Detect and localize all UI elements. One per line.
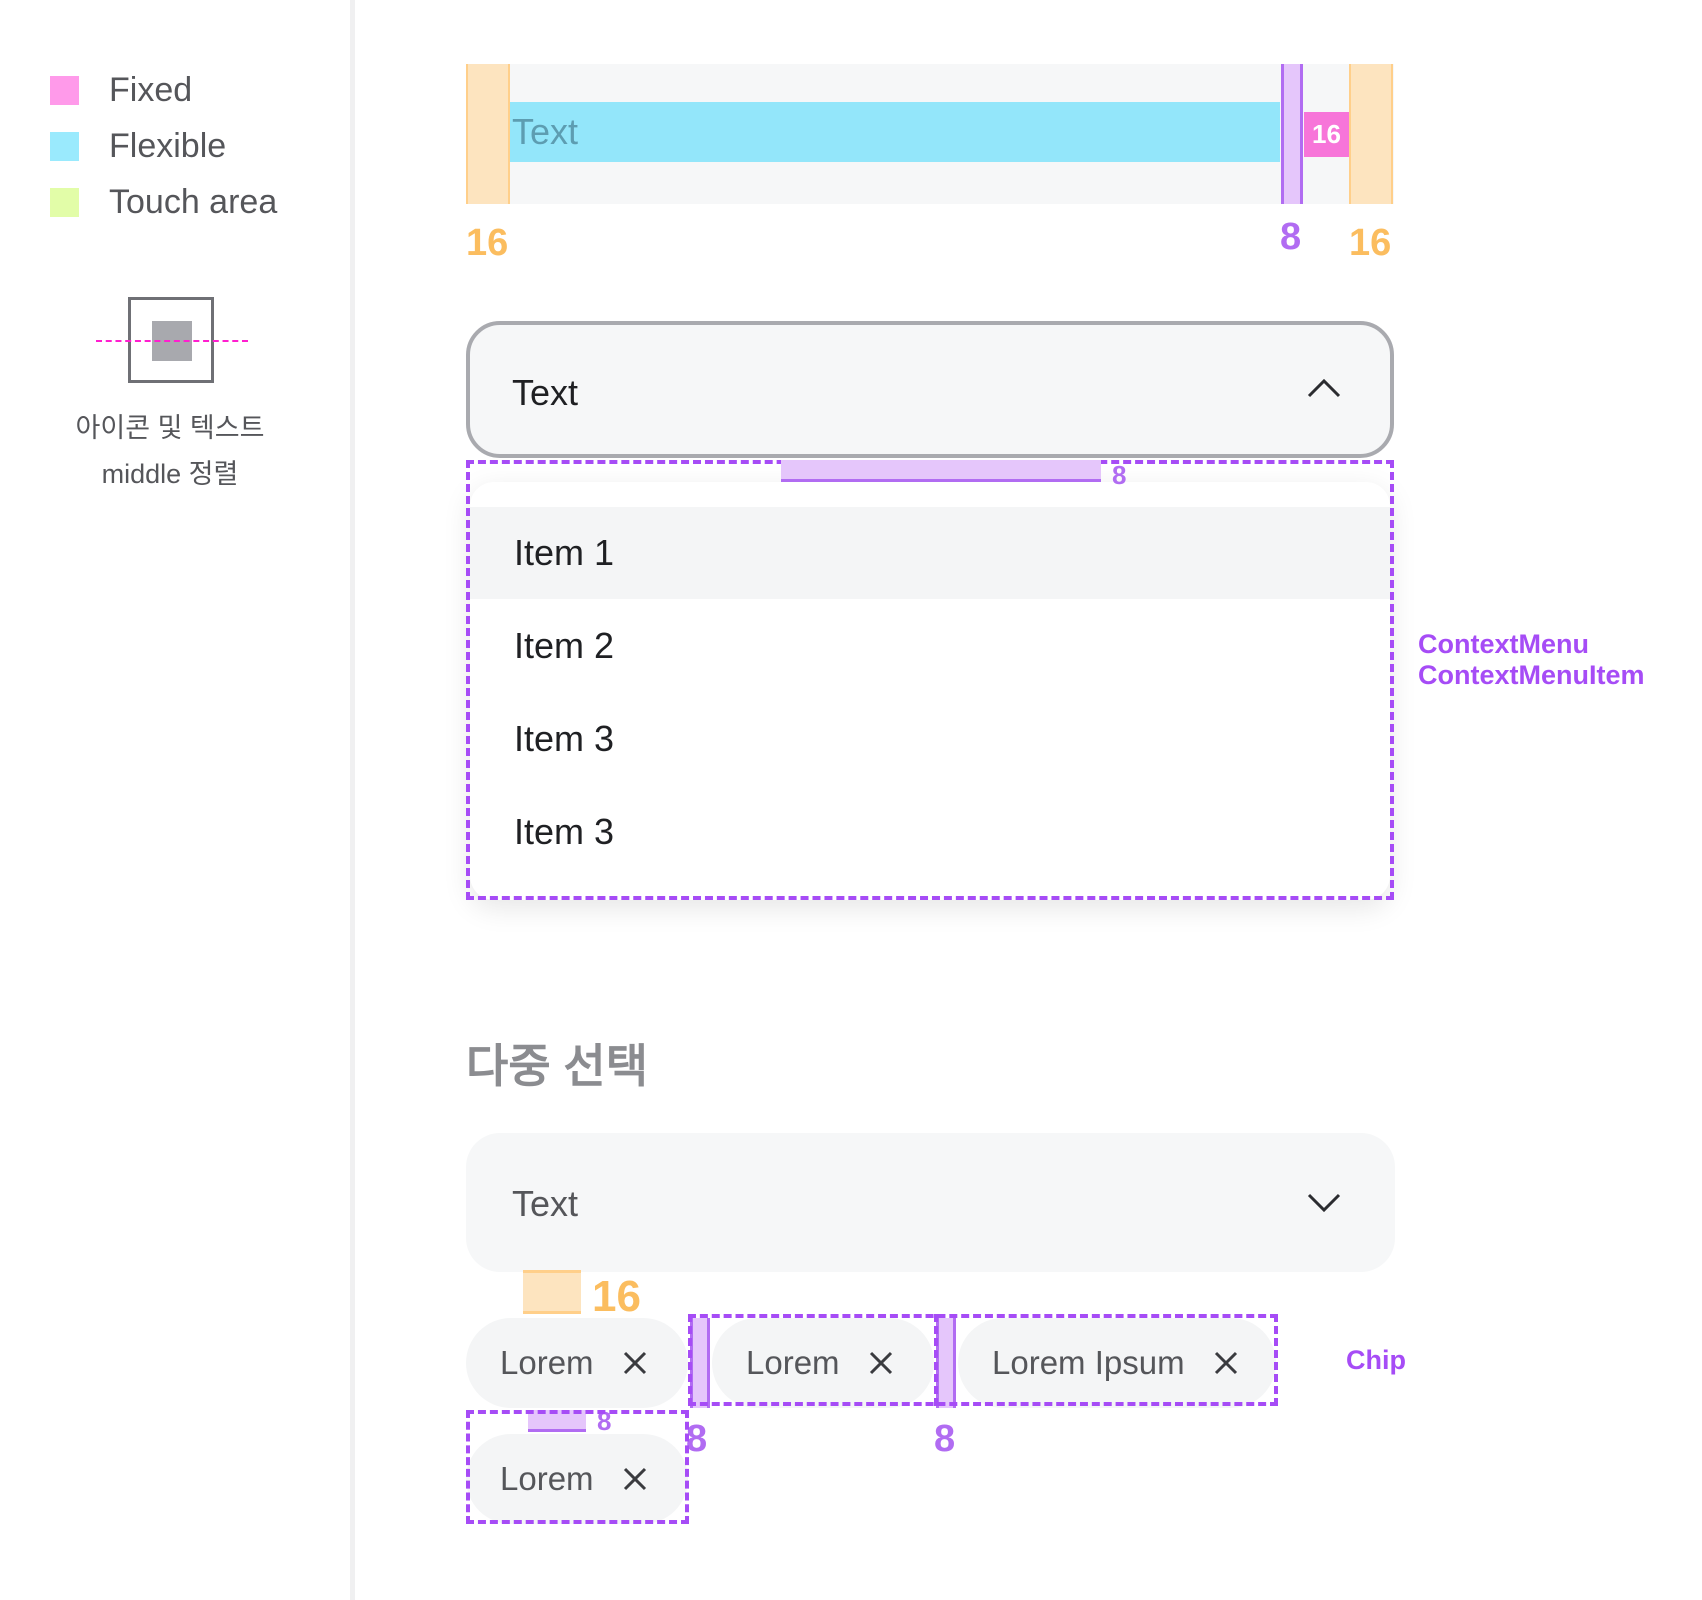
chip-top-gap-value: 16 (592, 1272, 641, 1321)
chip-label: Lorem (500, 1344, 594, 1381)
multi-select-field[interactable] (466, 1133, 1395, 1272)
padding-left-marker (466, 64, 510, 204)
context-menu-item[interactable]: Item 1 (514, 532, 615, 573)
close-icon[interactable] (1211, 1348, 1241, 1378)
legend-swatch-flexible (50, 131, 79, 161)
component-label-contextmenu: ContextMenu (1418, 629, 1589, 659)
alignment-caption-line2: middle 정렬 (101, 459, 239, 489)
context-menu-item[interactable]: Item 3 (514, 811, 615, 852)
gap-marker (1281, 64, 1303, 204)
context-menu-outline (466, 460, 1394, 900)
chevron-down-icon[interactable] (1304, 1188, 1344, 1218)
context-menu-item[interactable]: Item 2 (514, 625, 615, 666)
spacing-diagram-text: Text (512, 111, 579, 152)
chip-wrap-outline (466, 1410, 689, 1524)
chip-label: Lorem (746, 1344, 840, 1381)
legend-item-touch-area: Touch area (50, 182, 277, 222)
chip-gap-value-2: 8 (934, 1418, 956, 1460)
chip[interactable]: Lorem (712, 1318, 934, 1408)
close-icon[interactable] (620, 1348, 650, 1378)
multi-select-field-value: Text (512, 1183, 579, 1224)
context-menu-component-label: ContextMenu ContextMenuItem (1418, 629, 1645, 691)
chip[interactable]: Lorem (466, 1434, 688, 1524)
select-field-open[interactable] (466, 321, 1394, 458)
alignment-caption-line1: 아이콘 및 텍스트 (75, 413, 265, 443)
legend-item-flexible: Flexible (50, 126, 226, 166)
component-label-contextmenuitem: ContextMenuItem (1418, 660, 1645, 690)
section-title: 다중 선택 (466, 1040, 649, 1092)
chip-gap-value-1: 8 (686, 1418, 708, 1460)
chip-top-gap-marker (523, 1270, 581, 1314)
menu-gap-value: 8 (1112, 460, 1127, 490)
context-menu-item-highlight (470, 507, 1390, 599)
close-icon[interactable] (866, 1348, 896, 1378)
padding-left-value: 16 (466, 222, 509, 264)
padding-right-marker (1349, 64, 1393, 204)
select-field-value: Text (512, 372, 579, 413)
chip[interactable]: Lorem (466, 1318, 688, 1408)
legend-label-fixed: Fixed (109, 70, 193, 109)
legend-swatch-fixed (50, 75, 79, 105)
chip-label: Lorem (500, 1460, 594, 1497)
context-menu-item[interactable]: Item 3 (514, 718, 615, 759)
chevron-up-icon[interactable] (1304, 372, 1344, 402)
chip-component-label: Chip (1346, 1345, 1406, 1375)
alignment-caption: 아이콘 및 텍스트 middle 정렬 (50, 405, 290, 497)
padding-right-value: 16 (1349, 222, 1392, 264)
legend-label-flexible: Flexible (109, 126, 227, 165)
chip-label: Lorem Ipsum (992, 1344, 1185, 1381)
chip-divider-outline (934, 1314, 938, 1406)
icon-size-label: 16 (1312, 119, 1341, 149)
chip[interactable]: Lorem Ipsum (958, 1318, 1276, 1408)
sidebar-divider (350, 0, 355, 1600)
close-icon[interactable] (620, 1464, 650, 1494)
chip-row-outline (688, 1314, 1278, 1406)
legend-swatch-touch-area (50, 187, 79, 217)
gap-value: 8 (1280, 216, 1302, 258)
legend-label-touch-area: Touch area (109, 182, 278, 221)
legend-item-fixed: Fixed (50, 70, 192, 110)
flexible-text-area (510, 102, 1280, 162)
alignment-center-line (96, 340, 248, 342)
fixed-icon-marker: 16 (1304, 112, 1349, 157)
chip-vertical-gap-marker (528, 1410, 586, 1432)
menu-gap-marker (781, 460, 1101, 482)
